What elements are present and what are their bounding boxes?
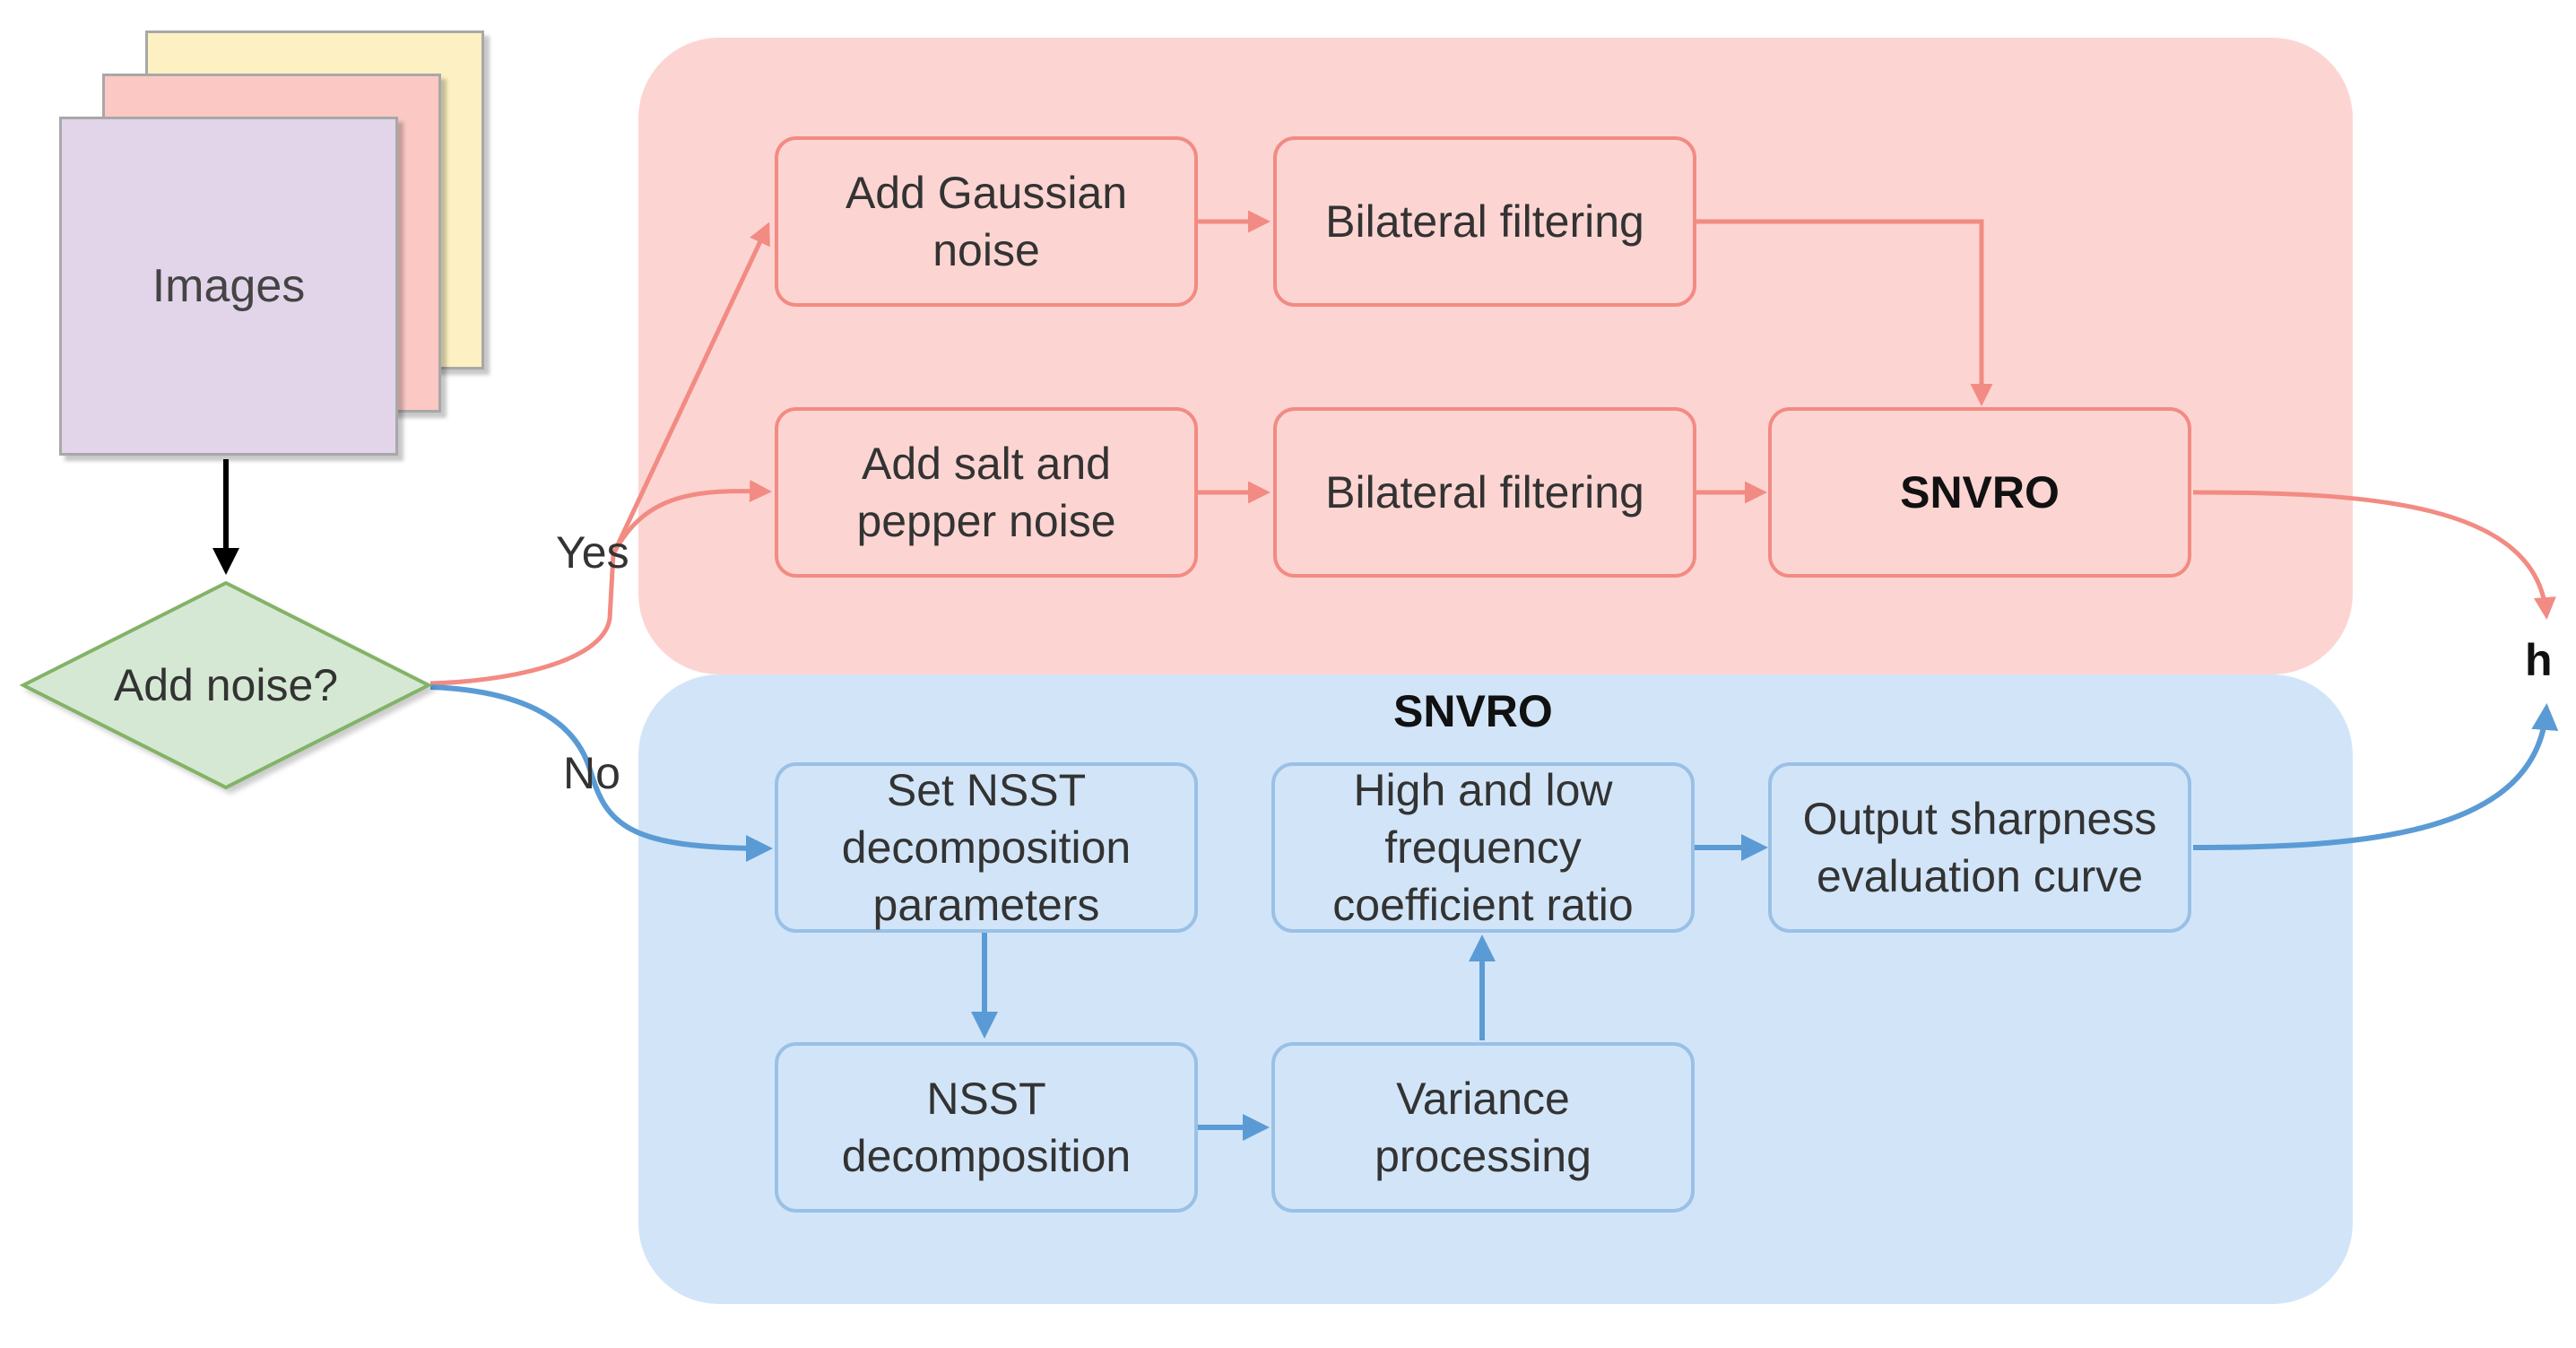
variance-processing-node: Variance processing [1271,1042,1695,1213]
arrow-yes-to-gaussian [611,222,770,556]
images-input: Images [59,117,398,456]
arrow-snvro-to-h [2192,490,2556,620]
bilateral-filtering-top-node: Bilateral filtering [1273,136,1696,307]
snvro-node: SNVRO [1768,407,2191,578]
arrow-no [429,684,773,862]
add-gaussian-noise-node: Add Gaussian noise [775,136,1198,307]
arrow-output-to-h [2192,703,2559,850]
yes-label: Yes [556,527,629,578]
no-label: No [563,748,620,798]
high-low-frequency-ratio-node: High and low frequency coefficient ratio [1271,762,1695,933]
snvro-region-title: SNVRO [1393,686,1553,736]
arrow-yes-stem [429,553,616,686]
decision-diamond [19,580,433,790]
arrow-filter-top-to-snvro [1696,219,1993,406]
nsst-decomposition-node: NSST decomposition [775,1042,1198,1213]
images-label: Images [152,260,306,312]
decision-label: Add noise? [113,660,339,710]
set-nsst-parameters-node: Set NSST decomposition parameters [775,762,1198,933]
bilateral-filtering-bottom-node: Bilateral filtering [1273,407,1696,578]
output-sharpness-curve-node: Output sharpness evaluation curve [1768,762,2191,933]
arrow-yes-to-saltpepper [611,479,772,556]
output-h-label: h [2525,635,2553,685]
add-salt-pepper-noise-node: Add salt and pepper noise [775,407,1198,578]
